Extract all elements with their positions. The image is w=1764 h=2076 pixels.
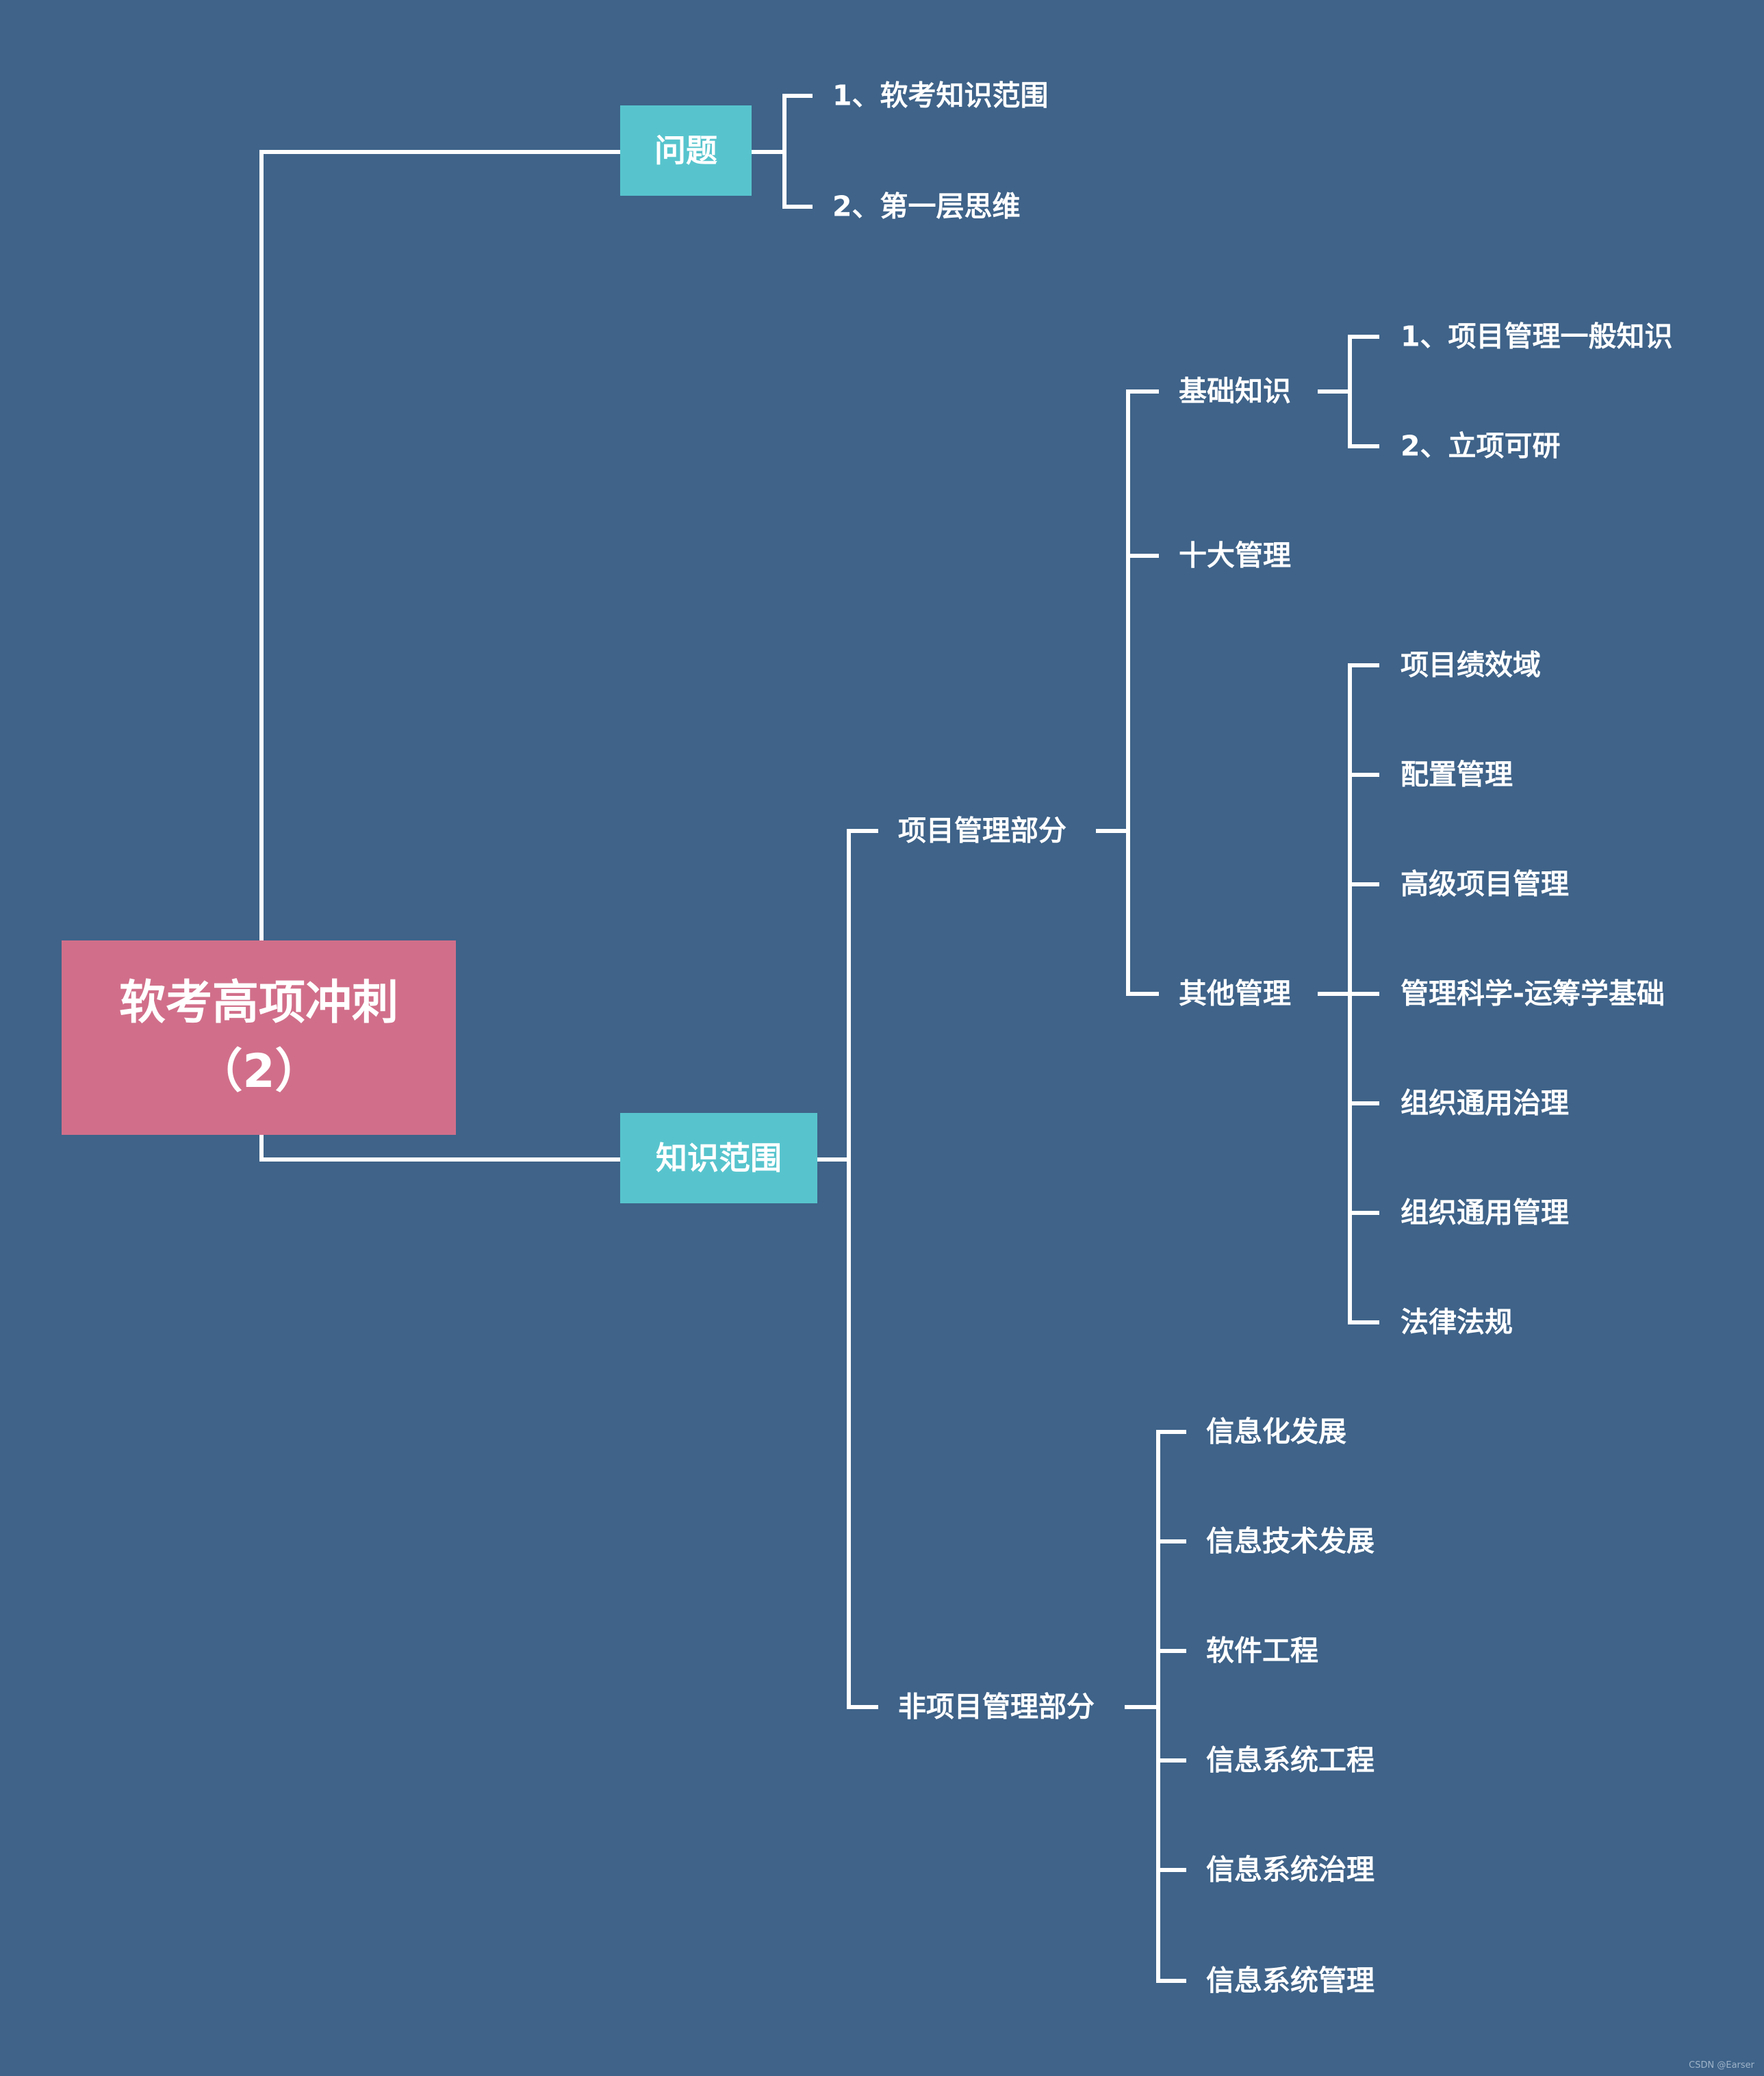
jichu-item-2: 2、立项可研 xyxy=(1401,429,1561,463)
jichu-item-1: 1、项目管理一般知识 xyxy=(1401,320,1673,353)
fei-item-2: 信息技术发展 xyxy=(1206,1524,1375,1558)
link-root-wenti xyxy=(259,150,622,943)
watermark: CSDN @Earser xyxy=(1689,2060,1754,2071)
qita-item-4: 管理科学-运筹学基础 xyxy=(1401,977,1665,1010)
topic-zhishi-label: 知识范围 xyxy=(656,1140,782,1177)
link-wenti-children xyxy=(750,94,813,209)
fei-item-4: 信息系统工程 xyxy=(1206,1743,1375,1777)
topic-zhishi: 知识范围 xyxy=(620,1113,817,1203)
link-qita-children xyxy=(1318,663,1379,1324)
qita-item-6: 组织通用管理 xyxy=(1401,1196,1569,1229)
topic-shida: 十大管理 xyxy=(1179,539,1291,572)
topic-wenti: 问题 xyxy=(620,105,752,196)
fei-item-1: 信息化发展 xyxy=(1206,1415,1346,1448)
topic-fei: 非项目管理部分 xyxy=(898,1690,1095,1723)
link-root-zhishi xyxy=(259,1133,622,1162)
qita-item-3: 高级项目管理 xyxy=(1401,867,1569,901)
qita-item-2: 配置管理 xyxy=(1401,758,1513,791)
topic-qita: 其他管理 xyxy=(1179,977,1291,1010)
qita-item-1: 项目绩效域 xyxy=(1401,648,1541,682)
fei-item-3: 软件工程 xyxy=(1206,1634,1318,1667)
root-title: 软考高项冲刺 xyxy=(118,976,398,1030)
qita-item-7: 法律法规 xyxy=(1401,1305,1513,1339)
link-jichu-children xyxy=(1318,335,1379,448)
fei-item-5: 信息系统治理 xyxy=(1206,1853,1375,1886)
root-topic: 软考高项冲刺 （2） xyxy=(62,940,456,1135)
link-zhishi-children xyxy=(815,829,878,1709)
root-subtitle: （2） xyxy=(196,1045,322,1099)
fei-item-6: 信息系统管理 xyxy=(1206,1964,1375,1997)
link-xiangmu-children xyxy=(1096,389,1159,996)
topic-wenti-label: 问题 xyxy=(654,132,717,169)
link-fei-children xyxy=(1125,1430,1186,1983)
topic-jichu: 基础知识 xyxy=(1179,374,1291,408)
wenti-item-1: 1、软考知识范围 xyxy=(832,79,1049,112)
wenti-item-2: 2、第一层思维 xyxy=(832,190,1021,223)
topic-xiangmu: 项目管理部分 xyxy=(898,814,1066,847)
qita-item-5: 组织通用治理 xyxy=(1401,1086,1569,1120)
